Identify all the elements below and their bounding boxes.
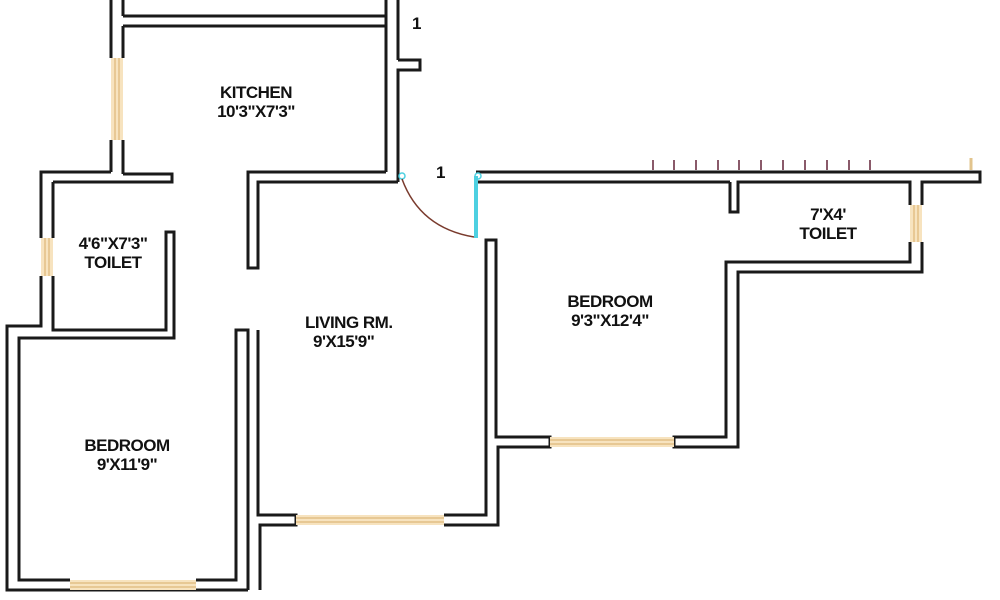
room-size: 9'X15'9": [313, 332, 375, 351]
wall-group-kitchen: [53, 0, 422, 270]
wall-group-living: [444, 238, 552, 527]
room-size: 10'3"X7'3": [217, 102, 295, 121]
room-size: 4'6"X7'3": [78, 234, 148, 253]
door-marker-entry: 1: [436, 163, 446, 182]
window-living: [296, 515, 444, 525]
room-label-kitchen: KITCHEN 10'3"X7'3": [196, 83, 316, 121]
room-name: LIVING RM.: [305, 313, 393, 332]
entry-door: [398, 172, 482, 238]
window-bedroom-left: [70, 580, 196, 590]
room-label-bedroom-left: BEDROOM 9'X11'9": [62, 436, 192, 474]
room-name: TOILET: [84, 253, 142, 272]
room-size: 9'X11'9": [96, 455, 158, 474]
window-kitchen-left: [111, 58, 123, 140]
room-name: TOILET: [799, 224, 857, 243]
window-bedroom-right: [550, 437, 674, 447]
room-size: 9'3"X12'4": [571, 311, 649, 330]
door-marker-top: 1: [412, 14, 422, 33]
room-name: BEDROOM: [84, 436, 170, 455]
window-toilet-left: [41, 238, 53, 276]
room-name: KITCHEN: [219, 83, 293, 102]
wall-group-bedroom-left: [196, 328, 298, 590]
room-size: 7'X4': [810, 205, 846, 224]
room-name: BEDROOM: [567, 292, 653, 311]
room-label-toilet-left: 4'6"X7'3" TOILET: [58, 234, 168, 272]
balcony-railing: [652, 158, 973, 170]
room-label-living: LIVING RM. 9'X15'9": [305, 313, 455, 351]
room-label-toilet-right: 7'X4' TOILET: [778, 205, 878, 243]
window-toilet-right: [910, 205, 922, 242]
room-label-bedroom-right: BEDROOM 9'3"X12'4": [545, 292, 675, 330]
